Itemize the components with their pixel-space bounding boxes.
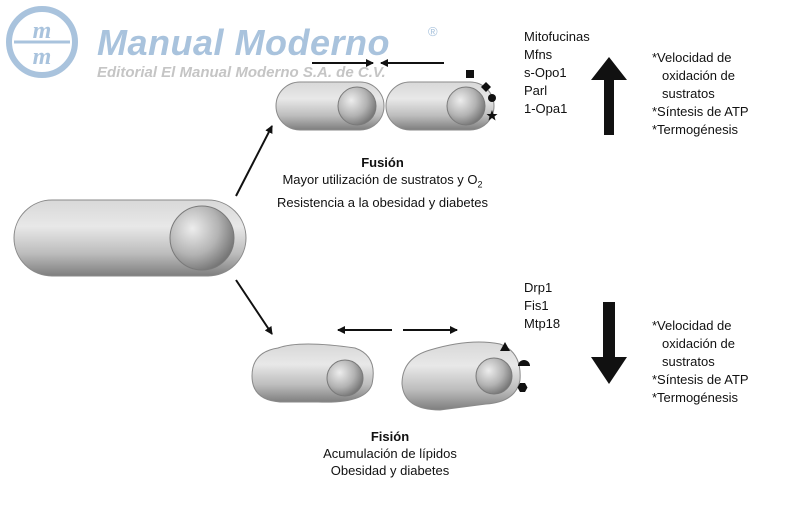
mitochondrion-fission-left — [251, 343, 374, 403]
star-marker-icon — [486, 110, 498, 121]
fission-effect: oxidación de — [662, 336, 735, 351]
arrow-to-fusion — [235, 125, 273, 197]
square-marker-icon — [466, 70, 474, 78]
fusion-line-1: Mayor utilización de sustratos y O2 — [282, 172, 483, 190]
fission-protein: Drp1 — [524, 280, 553, 295]
fusion-caption: Fusión Mayor utilización de sustratos y … — [250, 154, 515, 211]
fission-heading: Fisión — [370, 429, 410, 444]
logo-title: Manual Moderno — [97, 22, 390, 63]
logo-subtitle: Editorial El Manual Moderno S.A. de C.V. — [97, 64, 386, 81]
fission-effect: *Velocidad de — [652, 318, 732, 333]
logo-badge-icon: m m — [6, 6, 78, 78]
fusion-protein-list: Mitofucinas Mfns s-Opo1 Parl 1-Opa1 — [524, 28, 590, 118]
mitochondrion-fusion-right — [385, 81, 495, 131]
hexagon-marker-icon — [517, 383, 528, 392]
fission-protein: Fis1 — [524, 298, 549, 313]
diamond-marker-icon — [481, 82, 491, 92]
fusion-line-2: Resistencia a la obesidad y diabetes — [276, 194, 489, 210]
fusion-effect: oxidación de — [662, 68, 735, 83]
mitochondrion-parent — [13, 199, 247, 277]
svg-text:m: m — [33, 18, 52, 44]
fission-effect: *Síntesis de ATP — [652, 372, 749, 387]
fusion-protein: Parl — [524, 83, 548, 98]
fusion-effect: *Termogénesis — [652, 122, 738, 137]
arrow-to-fission — [235, 279, 273, 335]
fusion-protein: s-Opo1 — [524, 65, 567, 80]
half-circle-marker-icon — [518, 360, 530, 366]
fusion-effect: *Síntesis de ATP — [652, 104, 749, 119]
fission-protein-list: Drp1 Fis1 Mtp18 — [524, 279, 560, 333]
fusion-protein: 1-Opa1 — [524, 101, 568, 116]
fusion-effects-list: *Velocidad de oxidación de sustratos *Sí… — [652, 49, 749, 139]
increase-arrow-icon — [591, 57, 627, 135]
mitochondrion-fusion-left — [275, 81, 385, 131]
triangle-marker-icon — [500, 342, 510, 351]
fusion-effect: *Velocidad de — [652, 50, 732, 65]
fission-line-2: Obesidad y diabetes — [330, 463, 450, 478]
svg-text:m: m — [33, 44, 52, 70]
fusion-effect: sustratos — [662, 86, 715, 101]
logo-registered-mark: ® — [428, 24, 438, 39]
fission-protein: Mtp18 — [524, 316, 561, 331]
fusion-heading: Fusión — [361, 155, 404, 170]
fusion-protein: Mitofucinas — [524, 29, 590, 44]
dot-marker-icon — [488, 94, 496, 102]
fission-line-1: Acumulación de lípidos — [323, 446, 457, 461]
fission-effect: sustratos — [662, 354, 715, 369]
mitochondrion-fission-right — [401, 341, 521, 411]
decrease-arrow-icon — [591, 302, 627, 384]
fission-effect: *Termogénesis — [652, 390, 738, 405]
fission-effects-list: *Velocidad de oxidación de sustratos *Sí… — [652, 317, 749, 407]
fission-caption: Fisión Acumulación de lípidos Obesidad y… — [290, 428, 490, 479]
fusion-protein: Mfns — [524, 47, 553, 62]
